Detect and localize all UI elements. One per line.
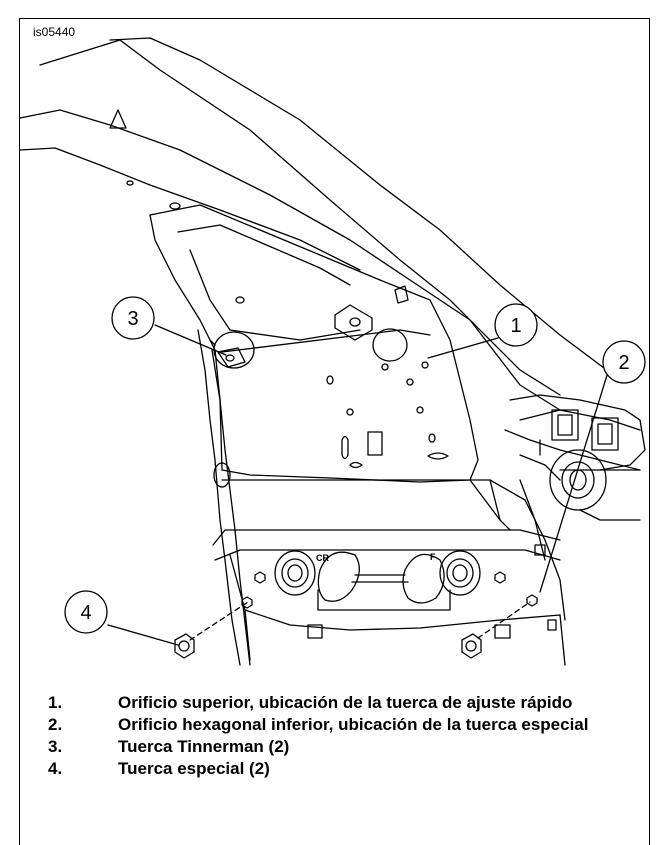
special-nut-right bbox=[461, 633, 482, 659]
callout-3: 3 bbox=[111, 296, 155, 340]
right-bracket bbox=[469, 394, 646, 561]
legend-number: 2. bbox=[48, 715, 63, 734]
alignment-lines bbox=[189, 601, 531, 641]
legend-list: 1. Orificio superior, ubicación de la tu… bbox=[48, 692, 638, 780]
left-frame-rail bbox=[197, 329, 251, 666]
technical-illustration: 1 2 3 4 CR F bbox=[19, 37, 646, 666]
legend-item: 3. Tuerca Tinnerman (2) bbox=[48, 736, 638, 757]
cr-marking: CR bbox=[316, 553, 329, 563]
legend-item: 4. Tuerca especial (2) bbox=[48, 758, 638, 779]
f-marking: F bbox=[430, 552, 436, 562]
crossmember bbox=[209, 339, 566, 666]
special-nut-left bbox=[174, 633, 195, 659]
callout-2: 2 bbox=[602, 340, 646, 384]
legend-number: 3. bbox=[48, 737, 63, 756]
figure-frame bbox=[19, 18, 650, 845]
svg-text:1: 1 bbox=[510, 315, 521, 337]
callout-4: 4 bbox=[64, 590, 108, 634]
upper-frame-rail bbox=[19, 37, 621, 411]
legend-text: Tuerca Tinnerman (2) bbox=[118, 737, 290, 756]
figure-id: is05440 bbox=[33, 25, 76, 39]
svg-text:3: 3 bbox=[127, 308, 138, 330]
leader-lines bbox=[107, 324, 609, 646]
warning-triangle-icon bbox=[109, 109, 127, 129]
svg-text:2: 2 bbox=[618, 352, 629, 374]
callout-1: 1 bbox=[494, 303, 538, 347]
legend-text: Tuerca especial (2) bbox=[118, 759, 270, 778]
legend-number: 4. bbox=[48, 759, 63, 778]
svg-text:4: 4 bbox=[80, 602, 91, 624]
legend-text: Orificio superior, ubicación de la tuerc… bbox=[118, 693, 573, 712]
legend-number: 1. bbox=[48, 693, 63, 712]
legend-item: 2. Orificio hexagonal inferior, ubicació… bbox=[48, 714, 638, 735]
legend-text: Orificio hexagonal inferior, ubicación d… bbox=[118, 715, 589, 734]
legend-item: 1. Orificio superior, ubicación de la tu… bbox=[48, 692, 638, 713]
